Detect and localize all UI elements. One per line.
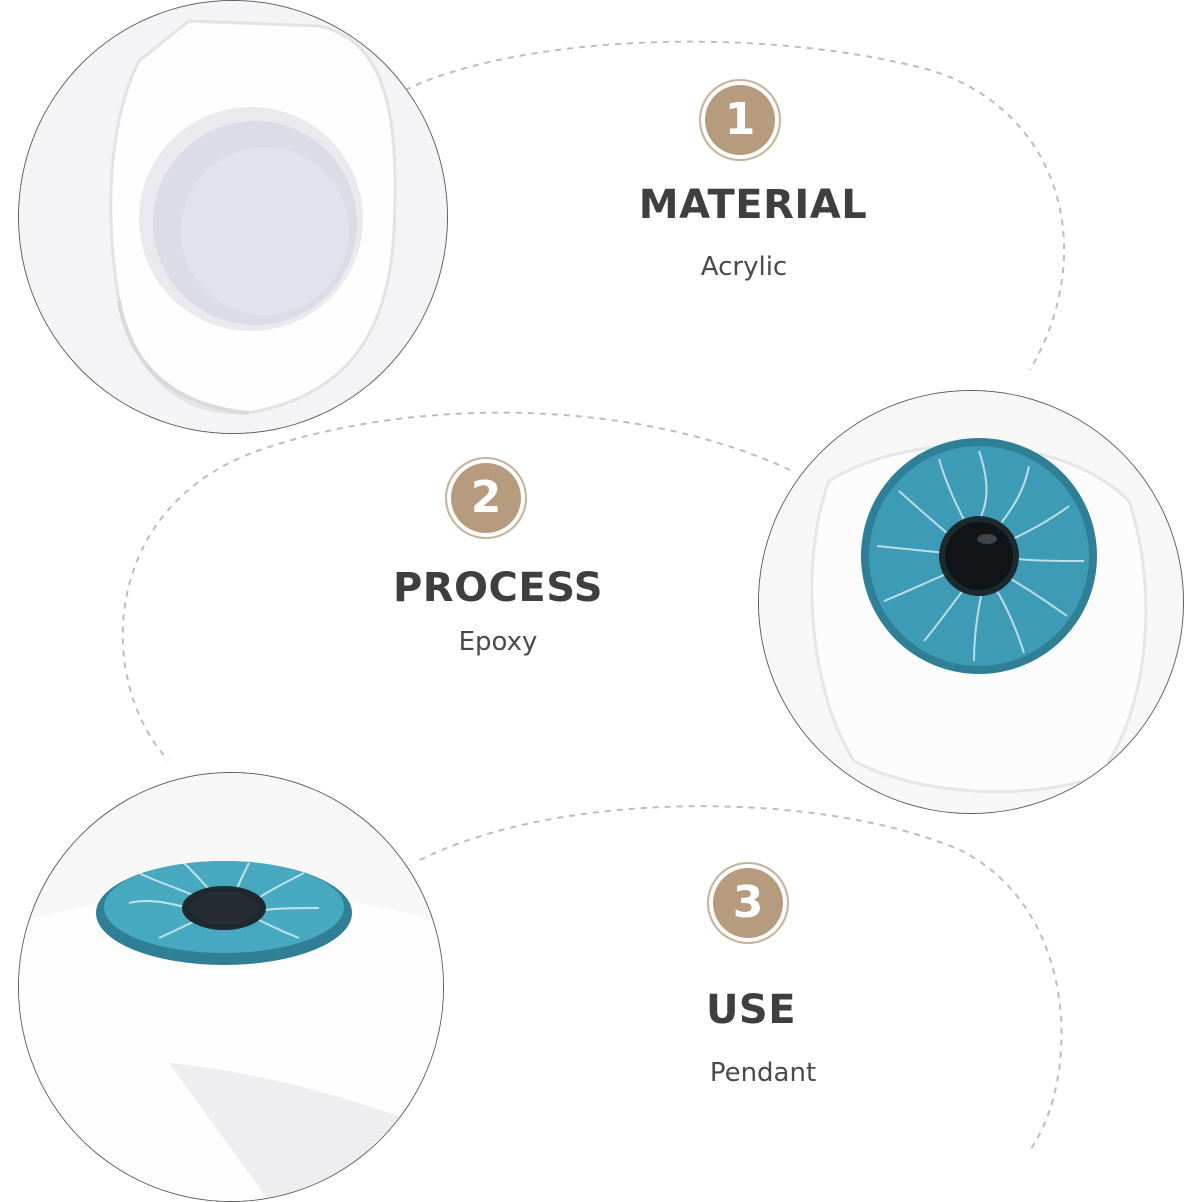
feature-badge-2: 2 <box>445 457 527 539</box>
feature-value-process: Epoxy <box>458 627 538 657</box>
badge-ring <box>707 862 789 944</box>
photo-eye-back <box>18 0 448 434</box>
feature-title-use: USE <box>705 987 797 1033</box>
photo-eye-front <box>758 390 1184 814</box>
badge-ring <box>445 457 527 539</box>
badge-number: 1 <box>724 94 756 145</box>
feature-value-material: Acrylic <box>700 252 788 282</box>
badge-ring <box>699 79 781 161</box>
eye-side-illustration <box>19 773 443 1201</box>
badge-number: 2 <box>470 472 502 523</box>
feature-title-material: MATERIAL <box>638 182 868 228</box>
feature-badge-3: 3 <box>707 862 789 944</box>
badge-number: 3 <box>732 877 764 928</box>
eye-front-illustration <box>759 391 1183 813</box>
photo-eye-side <box>18 772 444 1202</box>
feature-title-process: PROCESS <box>392 565 604 611</box>
feature-badge-1: 1 <box>699 79 781 161</box>
feature-value-use: Pendant <box>709 1058 817 1088</box>
eye-back-illustration <box>19 1 447 433</box>
